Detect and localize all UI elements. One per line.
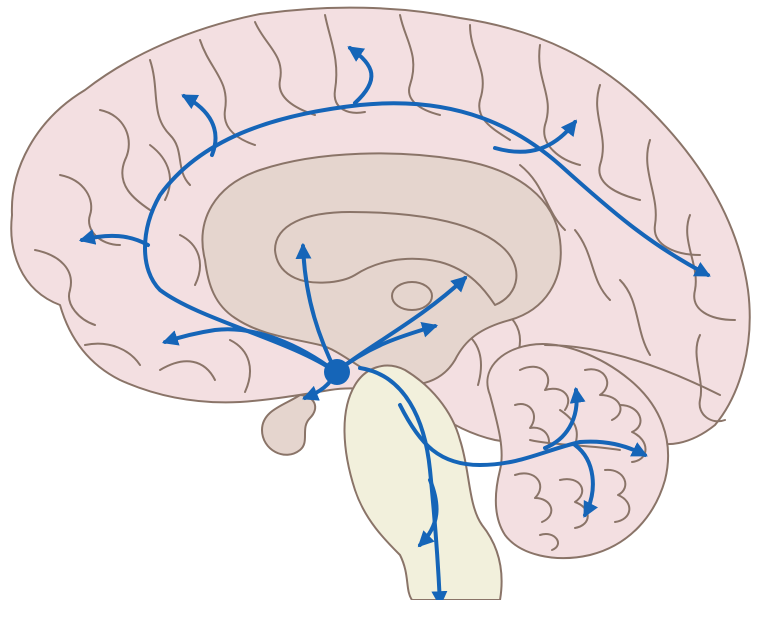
pathway-cerebellar-superior bbox=[543, 386, 586, 450]
pathway-parietal bbox=[493, 119, 577, 154]
pathway-medullary bbox=[417, 478, 439, 548]
pathway-spinal bbox=[358, 366, 448, 600]
pathway-superior-frontal bbox=[181, 94, 218, 157]
pathway-cerebellar-inferior bbox=[573, 443, 598, 518]
brainstem bbox=[343, 364, 503, 600]
cortex-sulci bbox=[34, 14, 736, 423]
pituitary bbox=[261, 394, 317, 456]
pathway-frontal-pole bbox=[78, 229, 150, 247]
cerebellum bbox=[486, 343, 670, 559]
pathway-cerebellar bbox=[398, 403, 648, 467]
lateral-ventricle bbox=[274, 211, 518, 306]
thalamus bbox=[391, 281, 433, 311]
pathway-paracentral bbox=[347, 46, 374, 105]
pathway-orbitofrontal bbox=[161, 327, 338, 374]
pathway-dorsal-arc bbox=[143, 101, 711, 374]
projection-pathways bbox=[78, 46, 711, 600]
origin-nucleus bbox=[324, 359, 350, 385]
tentorium-line bbox=[544, 344, 721, 396]
corpus-callosum-region bbox=[201, 152, 562, 386]
